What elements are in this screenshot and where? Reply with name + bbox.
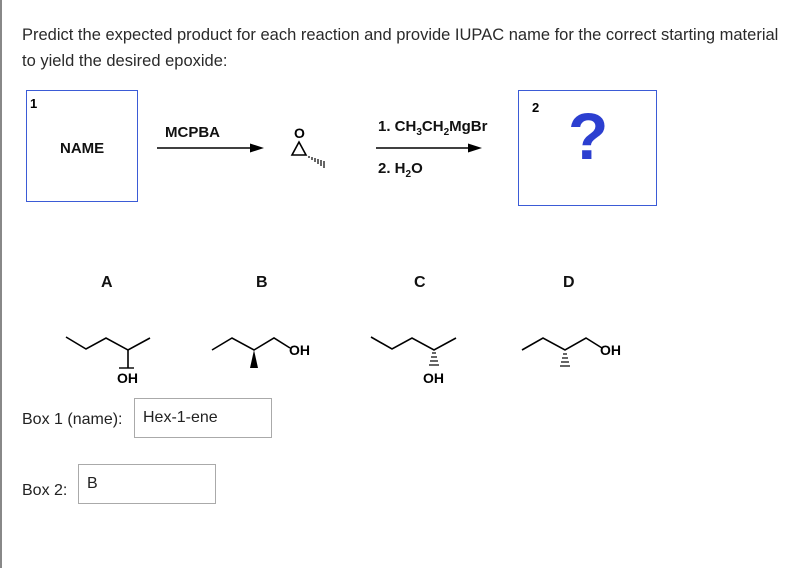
choice-c-letter: C [414,274,426,291]
structure-c-oh: OH [423,370,444,386]
grignard-part-2: CH [421,118,444,135]
grignard-sub-2: 2 [443,127,450,138]
reagent-grignard: 1. CH3CH2MgBr [378,118,487,138]
box2-answer-label: Box 2: [22,482,68,499]
box1-name-label: NAME [60,140,105,157]
grignard-sub-1: 3 [416,127,422,138]
question-prompt: Predict the expected product for each re… [22,26,779,70]
left-border [0,0,2,568]
box1-frame [26,90,138,202]
box2-frame [518,90,657,206]
box1-answer-field[interactable]: Hex-1-ene [134,398,272,438]
question-mark: ? [568,99,609,173]
epoxide-structure: O [290,125,325,168]
water-sub: 2 [405,169,412,180]
reagent-water: 2. H2O [378,160,423,180]
box1-number: 1 [30,96,38,111]
choice-b-letter: B [256,274,268,291]
reagent-mcpba: MCPBA [165,124,220,141]
box2-answer-field[interactable]: B [78,464,216,504]
box2-number: 2 [532,100,540,115]
box1-answer-label: Box 1 (name): [22,411,123,428]
grignard-part-3: MgBr [449,118,488,135]
structure-b-oh: OH [289,342,310,358]
water-part-1: 2. H [378,160,406,177]
structure-d: OH [521,337,621,367]
arrow-2 [376,143,482,153]
choice-d-letter: D [563,274,575,291]
arrow-1 [157,143,264,153]
epoxide-oxygen-label: O [294,125,305,141]
choice-a-letter: A [101,274,113,291]
grignard-part-1: 1. CH [378,118,417,135]
water-part-2: O [411,160,423,177]
structure-a: OH [65,336,151,386]
structure-a-oh: OH [117,370,138,386]
structure-d-oh: OH [600,342,621,358]
structure-c: OH [370,336,457,386]
structure-b: OH [211,337,310,368]
